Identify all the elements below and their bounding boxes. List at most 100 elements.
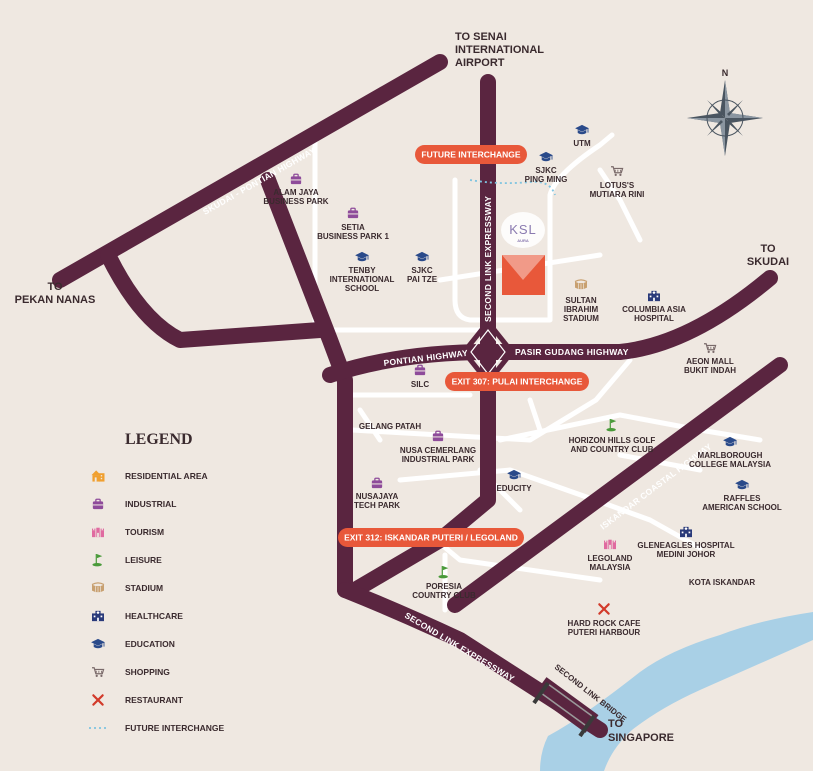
- legend-item-label: EDUCATION: [125, 639, 175, 649]
- road-second-link-south: [337, 582, 608, 738]
- road-pontian-pasir-gudang: [322, 270, 778, 383]
- second-link-bridge: [532, 677, 599, 738]
- road-skudai-pontian: [52, 54, 448, 288]
- legend-item-label: STADIUM: [125, 583, 163, 593]
- legend-item: INDUSTRIAL: [92, 498, 176, 510]
- legend-item: SHOPPING: [91, 667, 170, 678]
- road-iskandar-coastal: [447, 357, 788, 613]
- legend-item: EDUCATION: [90, 638, 175, 649]
- road-label-pasir-gudang: PASIR GUDANG HIGHWAY: [515, 347, 629, 357]
- legend-item: RESIDENTIAL AREA: [91, 470, 208, 482]
- legend-items: RESIDENTIAL AREA INDUSTRIAL TOURISM LEISURE…: [89, 470, 224, 733]
- legend-item-label: SHOPPING: [125, 667, 170, 677]
- place-label: UTM: [573, 139, 591, 148]
- legend-item: HEALTHCARE: [92, 610, 183, 622]
- legend-item: STADIUM: [91, 582, 163, 594]
- project-site: KSL AURA: [501, 212, 545, 295]
- legend-item: RESTAURANT: [92, 694, 184, 706]
- legend-title: LEGEND: [125, 431, 193, 448]
- compass-rose-icon: N: [687, 68, 763, 156]
- place-marker: KOTA ISKANDAR: [689, 578, 755, 587]
- legend-item-label: INDUSTRIAL: [125, 499, 176, 509]
- legend-item-label: TOURISM: [125, 527, 164, 537]
- future-interchange-line: [469, 179, 556, 196]
- legend-item: TOURISM: [92, 527, 164, 538]
- svg-text:FUTURE INTERCHANGE: FUTURE INTERCHANGE: [421, 150, 520, 160]
- highways: [52, 54, 788, 738]
- legend-item-label: FUTURE INTERCHANGE: [125, 723, 224, 733]
- legend-item-label: RESIDENTIAL AREA: [125, 471, 208, 481]
- water-strait: [540, 612, 813, 771]
- place-marker: EDUCITY: [496, 469, 532, 493]
- legend: LEGEND RESIDENTIAL AREA INDUSTRIAL TOURISM…: [89, 431, 224, 733]
- road-label-second-link-north: SECOND LINK EXPRESSWAY: [483, 196, 493, 322]
- road-second-link-north: [347, 74, 496, 598]
- legend-item-label: RESTAURANT: [125, 695, 184, 705]
- legend-item: LEISURE: [92, 553, 162, 567]
- road-branch-loop: [100, 247, 328, 348]
- pill-future-interchange: FUTURE INTERCHANGE: [415, 145, 527, 164]
- place-label: GELANG PATAH: [359, 422, 421, 431]
- svg-text:EXIT 307: PULAI INTERCHANGE: EXIT 307: PULAI INTERCHANGE: [452, 377, 583, 387]
- place-marker: UTM: [573, 124, 591, 148]
- place-marker: SILC: [411, 364, 429, 389]
- pill-exit-312: EXIT 312: ISKANDAR PUTERI / LEGOLAND: [338, 528, 524, 547]
- project-logo-text: KSL: [509, 222, 537, 237]
- place-label: EDUCITY: [496, 484, 532, 493]
- legend-item: FUTURE INTERCHANGE: [89, 723, 224, 733]
- place-marker: GELANG PATAH: [359, 422, 421, 431]
- place-label: KOTA ISKANDAR: [689, 578, 755, 587]
- road-to-junction: [260, 172, 353, 598]
- place-label: SILC: [411, 380, 429, 389]
- legend-item-label: LEISURE: [125, 555, 162, 565]
- legend-item-label: HEALTHCARE: [125, 611, 183, 621]
- pill-exit-307: EXIT 307: PULAI INTERCHANGE: [445, 372, 589, 391]
- compass-north-label: N: [722, 68, 729, 78]
- svg-text:EXIT 312: ISKANDAR PUTERI / LE: EXIT 312: ISKANDAR PUTERI / LEGOLAND: [344, 533, 518, 543]
- project-logo-sub: AURA: [517, 238, 529, 243]
